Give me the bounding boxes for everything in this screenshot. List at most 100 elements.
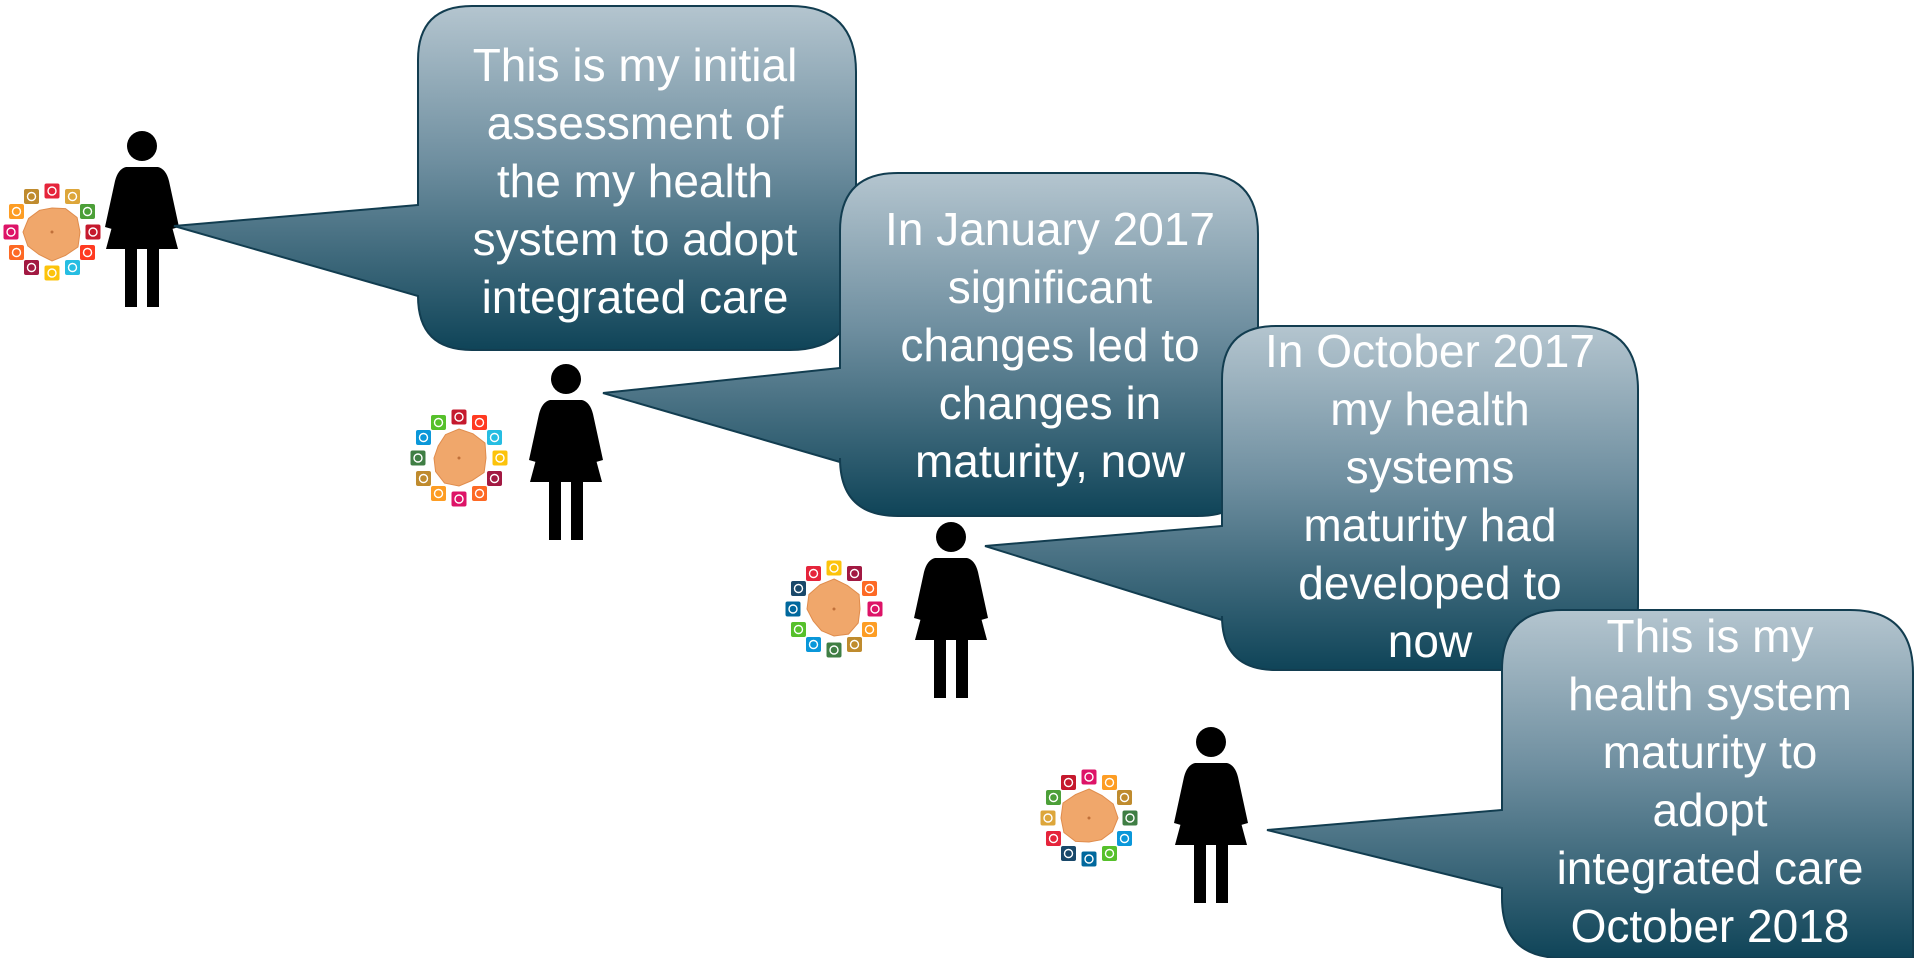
radar-badge-glyph [864, 583, 875, 594]
step-2 [410, 172, 1259, 540]
radar-badge-glyph [418, 432, 429, 443]
radar-badge-icon [1061, 846, 1076, 862]
radar-badge-icon [1081, 769, 1097, 785]
radar-badge-icon [785, 601, 801, 617]
speech-bubble-text-2: In January 2017 significant changes led … [840, 200, 1260, 490]
radar-badge-icon [862, 581, 878, 596]
radar-badge-icon [415, 471, 431, 486]
radar-badge-glyph [864, 624, 875, 635]
person-leg [1194, 845, 1206, 903]
text-line: In October 2017 [1265, 325, 1595, 377]
radar-badge-icon [487, 471, 503, 486]
person-dress [529, 400, 603, 482]
radar-wheel-icon [3, 183, 101, 281]
person-head [936, 522, 966, 552]
text-line: maturity to [1602, 726, 1818, 778]
radar-badge-glyph [1048, 833, 1059, 844]
person-leg [125, 249, 137, 307]
radar-badge-glyph [849, 568, 860, 579]
radar-polygon [806, 578, 861, 637]
text-line: integrated care [481, 271, 789, 323]
text-line: In January 2017 [885, 203, 1215, 255]
text-line: changes led to [900, 319, 1200, 371]
radar-badge-icon [806, 637, 821, 653]
radar-badge-icon [862, 622, 878, 637]
speech-bubble-3 [984, 325, 1639, 671]
text-line: This is my [1606, 610, 1814, 662]
radar-badge-glyph [26, 191, 37, 202]
text-line: my health [1330, 383, 1530, 435]
person-female-icon [914, 522, 988, 698]
speech-bubble-2 [602, 172, 1259, 517]
radar-badge-icon [65, 260, 80, 276]
radar-center [1087, 816, 1091, 820]
radar-badge-icon [44, 183, 60, 199]
radar-badge-glyph [1084, 772, 1094, 782]
radar-badge-icon [826, 560, 842, 576]
person-leg [571, 482, 583, 540]
speech-bubble-text-4: This is my health system maturity to ado… [1510, 610, 1910, 952]
radar-badge-icon [415, 430, 431, 445]
radar-badge-glyph [1063, 848, 1074, 859]
radar-badge-glyph [26, 262, 37, 273]
radar-badge-glyph [11, 206, 22, 217]
radar-badge-glyph [829, 563, 839, 573]
person-leg [956, 640, 968, 698]
radar-badge-icon [1102, 846, 1117, 862]
radar-badge-glyph [793, 583, 804, 594]
text-line: maturity had [1303, 499, 1557, 551]
text-line: health system [1568, 668, 1852, 720]
radar-badge-icon [410, 450, 426, 466]
radar-badge-icon [431, 486, 446, 502]
person-head [551, 364, 581, 394]
radar-badge-icon [80, 204, 96, 219]
radar-badge-icon [451, 491, 467, 507]
radar-badge-glyph [433, 417, 444, 428]
radar-badge-glyph [418, 473, 429, 484]
radar-badge-icon [1045, 831, 1061, 846]
text-line: systems [1345, 441, 1515, 493]
speech-bubble-text-1: This is my initial assessment of the my … [415, 36, 855, 326]
radar-badge-icon [472, 486, 487, 502]
radar-badge-icon [8, 204, 24, 219]
radar-badge-icon [1117, 831, 1133, 846]
person-female-icon [105, 131, 179, 307]
radar-badge-glyph [454, 494, 464, 504]
person-dress [105, 167, 179, 249]
radar-badge-icon [431, 414, 446, 430]
radar-wheel-icon [785, 560, 883, 658]
radar-badge-glyph [6, 227, 16, 237]
radar-badge-glyph [67, 191, 78, 202]
text-line: developed to [1298, 557, 1562, 609]
radar-badge-icon [65, 188, 80, 204]
radar-badge-icon [826, 642, 842, 658]
person-head [127, 131, 157, 161]
radar-badge-icon [3, 224, 19, 240]
radar-badge-icon [847, 565, 862, 581]
person-leg [147, 249, 159, 307]
person-leg [549, 482, 561, 540]
radar-badge-icon [451, 409, 467, 425]
radar-badge-icon [80, 245, 96, 260]
radar-badge-icon [806, 565, 821, 581]
text-line: integrated care [1556, 842, 1864, 894]
radar-badge-glyph [413, 453, 423, 463]
radar-badge-icon [492, 450, 508, 466]
speech-bubble-4 [1266, 609, 1914, 958]
radar-badge-glyph [1104, 848, 1115, 859]
text-line: significant [947, 261, 1153, 313]
radar-badge-glyph [474, 417, 485, 428]
radar-badge-glyph [1119, 792, 1130, 803]
radar-badge-glyph [489, 432, 500, 443]
radar-badge-icon [790, 581, 806, 596]
radar-badge-glyph [11, 247, 22, 258]
radar-badge-glyph [1125, 813, 1135, 823]
radar-badge-glyph [1119, 833, 1130, 844]
radar-badge-glyph [808, 639, 819, 650]
radar-badge-glyph [88, 227, 98, 237]
person-dress [914, 558, 988, 640]
speech-bubble-1 [173, 5, 857, 351]
text-line: changes in [938, 377, 1162, 429]
text-line: October 2018 [1570, 900, 1850, 952]
